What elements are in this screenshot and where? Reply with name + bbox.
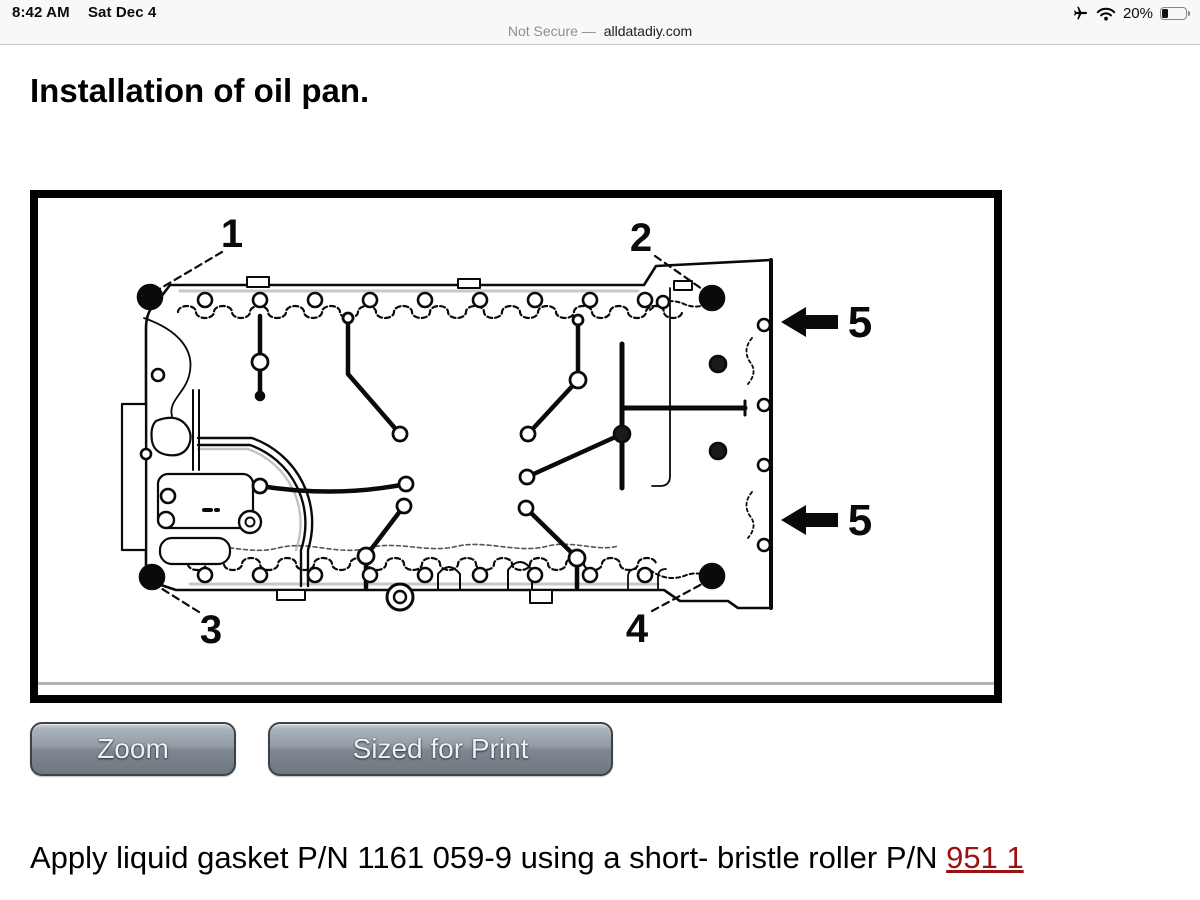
status-time: 8:42 AM	[12, 4, 70, 21]
callout-2: 2	[630, 216, 652, 260]
address-domain: alldatadiy.com	[603, 23, 693, 39]
oil-pan-diagram: 1 2 3 4 5 5	[38, 212, 994, 685]
not-secure-label: Not Secure —	[507, 23, 596, 39]
airplane-mode-icon	[1073, 5, 1089, 21]
callout-1: 1	[221, 212, 243, 256]
safari-top-bar: 8:42 AM Sat Dec 4 20% Not Secure — allda…	[0, 0, 1200, 45]
callout-5-top: 5	[848, 298, 872, 347]
status-left: 8:42 AM Sat Dec 4	[12, 4, 156, 21]
sealing-point-4	[698, 562, 726, 590]
status-date: Sat Dec 4	[87, 4, 157, 21]
status-right: 20%	[1073, 3, 1190, 23]
battery-percent: 20%	[1122, 4, 1153, 22]
figure-frame: 1 2 3 4 5 5	[30, 190, 1002, 703]
instruction-text: Apply liquid gasket P/N 1161 059-9 using…	[30, 840, 947, 875]
part-number-link[interactable]: 951 1	[946, 840, 1024, 875]
arrow-5-top	[781, 307, 838, 337]
callout-3: 3	[200, 608, 222, 652]
battery-icon	[1160, 6, 1187, 20]
sized-for-print-button[interactable]: Sized for Print	[268, 722, 613, 776]
battery-tip	[1188, 10, 1190, 16]
figure-bottom-rule	[38, 682, 994, 685]
zoom-button[interactable]: Zoom	[30, 722, 236, 776]
callout-5-bottom: 5	[848, 496, 872, 545]
address-bar[interactable]: Not Secure — alldatadiy.com	[0, 23, 1200, 39]
wifi-icon	[1096, 6, 1116, 21]
arrow-5-bottom	[781, 505, 838, 535]
sealing-point-3	[138, 563, 166, 591]
page-title: Installation of oil pan.	[30, 72, 370, 109]
instruction-paragraph: Apply liquid gasket P/N 1161 059-9 using…	[30, 840, 1200, 876]
callout-4: 4	[626, 607, 649, 651]
sealing-point-2	[698, 284, 726, 312]
